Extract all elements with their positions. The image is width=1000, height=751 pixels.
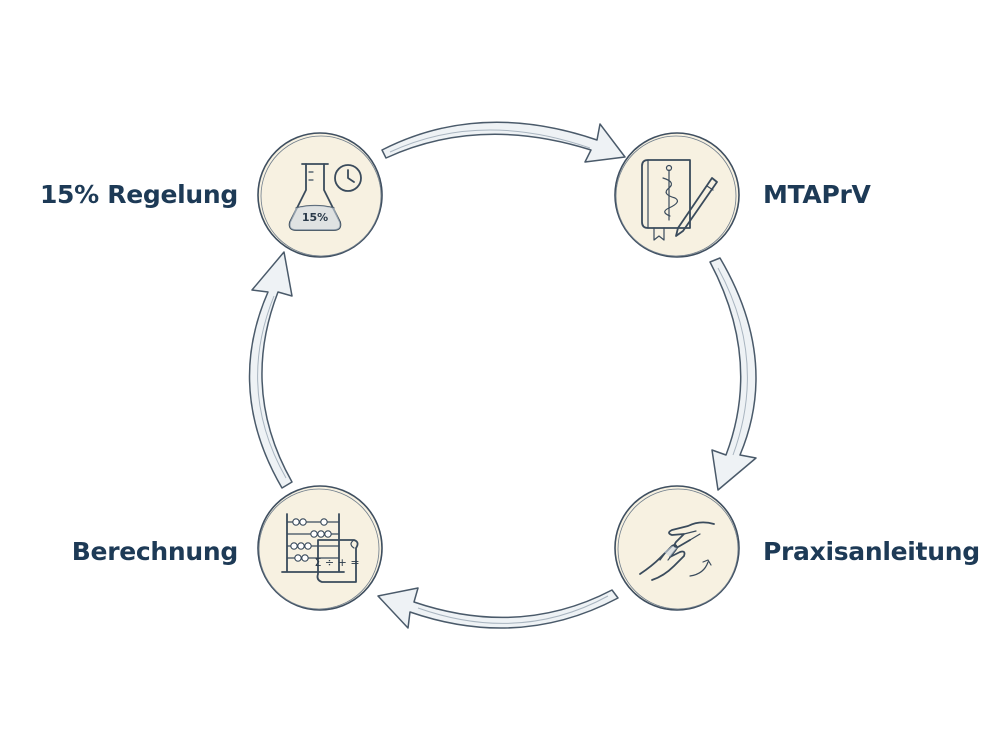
arrow-br-to-bl	[377, 587, 619, 629]
abacus-calculation-icon: Σ ÷ + =	[281, 513, 360, 583]
helping-hands-icon	[639, 521, 715, 581]
arrow-bl-to-tl	[248, 251, 293, 489]
label-15-regelung: 15% Regelung	[39, 180, 238, 209]
flask-percent-text: 15%	[302, 211, 328, 224]
node-15-regelung: 15%	[257, 132, 383, 258]
node-mtaprv	[614, 132, 740, 258]
book-caduceus-pen-icon	[641, 159, 718, 241]
label-praxisanleitung: Praxisanleitung	[763, 537, 980, 566]
arrow-tr-to-br	[709, 257, 757, 491]
calc-symbols-text: Σ ÷ + =	[314, 556, 359, 569]
label-mtaprv: MTAPrV	[763, 180, 871, 209]
arrow-tl-to-tr	[381, 121, 626, 163]
node-berechnung: Σ ÷ + =	[257, 485, 383, 611]
label-berechnung: Berechnung	[71, 537, 239, 566]
node-praxisanleitung	[614, 485, 740, 611]
flask-clock-icon: 15%	[288, 163, 362, 231]
